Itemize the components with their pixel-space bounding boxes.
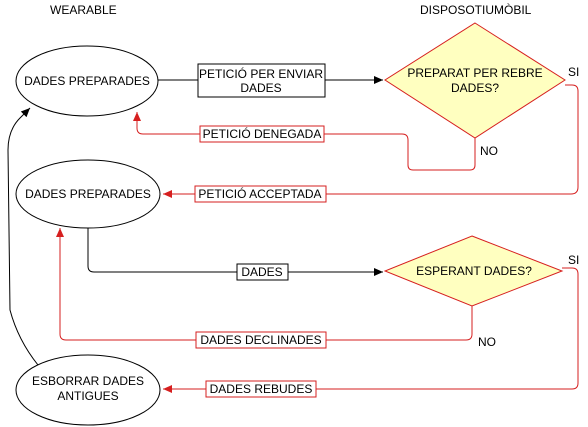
loop-arrow xyxy=(7,107,39,366)
request-label-2: DADES xyxy=(240,81,281,95)
bottom-yes-marker: SI xyxy=(568,253,579,267)
request-label-1: PETICIÓ PER ENVIAR xyxy=(199,66,323,81)
wearable-data-ready-2-node xyxy=(15,159,161,229)
request-label-box xyxy=(197,63,326,98)
device-ready-decision xyxy=(384,22,566,139)
received-arrow xyxy=(163,267,579,393)
device-waiting-label: ESPERANT DADES? xyxy=(416,264,532,278)
denied-label-box xyxy=(199,125,325,143)
device-header: DISPOSOTIUMÒBIL xyxy=(420,2,532,17)
accepted-arrow xyxy=(163,84,579,198)
denied-arrow xyxy=(133,112,476,171)
data-arrow xyxy=(87,228,383,276)
accepted-label-box xyxy=(194,185,327,203)
wearable-delete-old-label-1: ESBORRAR DADES xyxy=(32,374,144,388)
device-ready-label-1: PREPARAT PER REBRE xyxy=(407,66,542,80)
declined-label: DADES DECLINADES xyxy=(200,333,321,347)
declined-label-box xyxy=(195,331,327,349)
accepted-label: PETICIÓ ACCEPTADA xyxy=(198,186,321,201)
data-label-box xyxy=(236,263,289,281)
data-label: DADES xyxy=(241,265,282,279)
device-waiting-decision xyxy=(383,235,564,307)
wearable-delete-old-label-2: ANTIGUES xyxy=(57,389,118,403)
device-ready-label-2: DADES? xyxy=(451,81,499,95)
top-yes-marker: SI xyxy=(568,65,579,79)
wearable-data-ready-node xyxy=(15,45,159,117)
wearable-delete-old-node xyxy=(15,354,161,426)
received-label-box xyxy=(205,380,317,398)
wearable-data-ready-2-label: DADES PREPARADES xyxy=(25,187,151,201)
wearable-header: WEARABLE xyxy=(50,3,117,17)
top-no-marker: NO xyxy=(480,144,498,158)
bottom-no-marker: NO xyxy=(478,335,496,349)
denied-label: PETICIÓ DENEGADA xyxy=(203,126,322,141)
wearable-data-ready-label: DADES PREPARADES xyxy=(24,74,150,88)
received-label: DADES REBUDES xyxy=(210,382,313,396)
declined-arrow xyxy=(56,228,473,341)
